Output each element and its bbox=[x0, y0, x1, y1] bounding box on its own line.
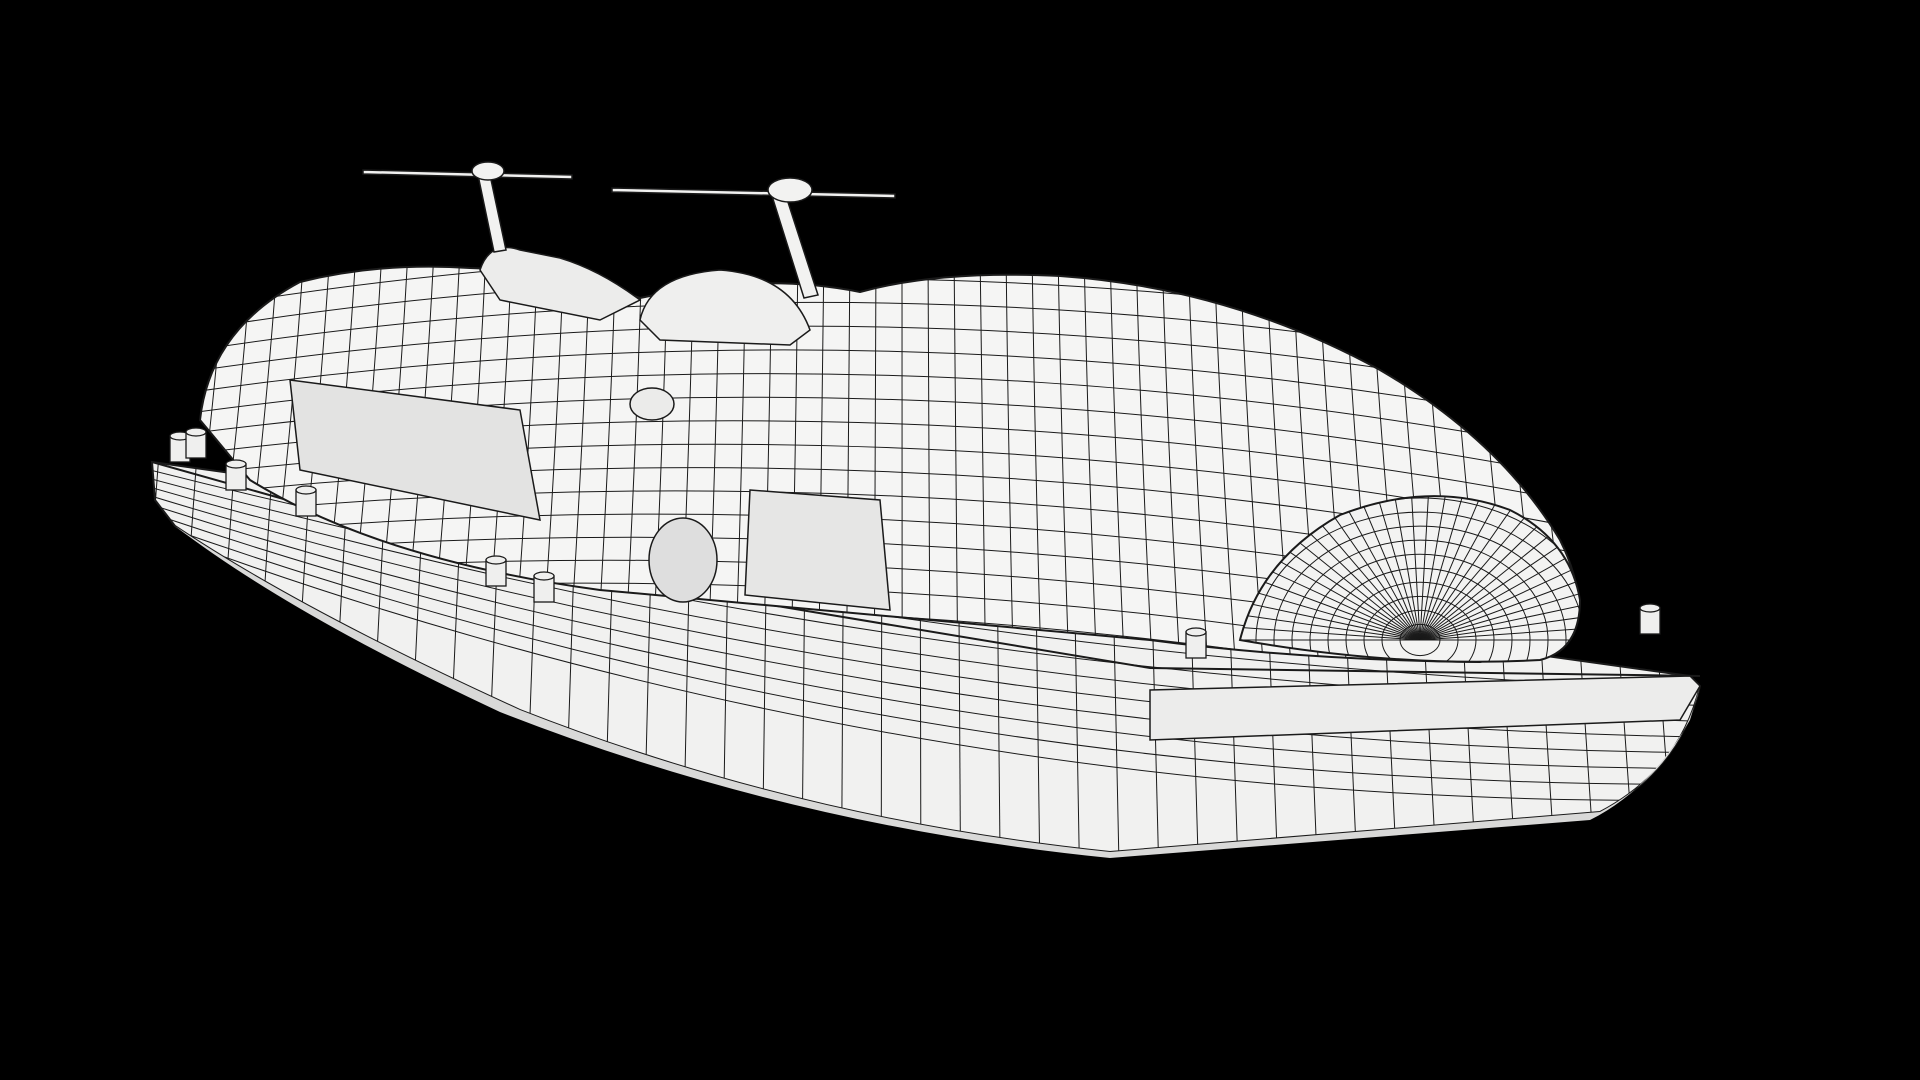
mesh-edge bbox=[1291, 539, 1549, 662]
deck-post bbox=[533, 571, 555, 603]
mesh-edge bbox=[1161, 266, 1182, 662]
rotor-blade bbox=[611, 187, 896, 199]
rotor-mast bbox=[477, 174, 507, 253]
mesh-edge bbox=[927, 266, 931, 662]
deck-post bbox=[1639, 603, 1661, 635]
deck-post bbox=[185, 427, 207, 459]
mesh-edge bbox=[1109, 266, 1126, 662]
mesh-edge bbox=[1363, 595, 1477, 662]
mesh-edge bbox=[1187, 266, 1210, 662]
mesh-edge bbox=[1641, 462, 1676, 852]
mesh-edge bbox=[1005, 266, 1015, 662]
roof-housing bbox=[479, 246, 811, 346]
roof-hatch bbox=[629, 387, 675, 421]
mesh-edge bbox=[1399, 623, 1441, 657]
rotor-front bbox=[611, 177, 896, 299]
mesh-edge bbox=[1240, 497, 1580, 662]
mesh-edge bbox=[1381, 609, 1459, 662]
bow-bumper bbox=[1149, 675, 1701, 741]
mesh-edge bbox=[200, 349, 1578, 432]
side-window-panel bbox=[289, 379, 541, 521]
rotor-blade bbox=[362, 169, 573, 180]
propeller-icon bbox=[471, 161, 505, 181]
deck-post bbox=[225, 459, 247, 491]
mesh-edge bbox=[200, 266, 227, 662]
deck-post bbox=[1185, 627, 1207, 659]
porthole bbox=[648, 517, 718, 603]
mesh-edge bbox=[1345, 581, 1495, 662]
propeller-icon bbox=[767, 177, 813, 203]
mesh-edge bbox=[1327, 567, 1513, 662]
rotor-housing-front bbox=[639, 269, 811, 346]
mesh-edge bbox=[200, 373, 1578, 457]
mesh-edge bbox=[1031, 266, 1042, 662]
deck-posts bbox=[169, 427, 1661, 659]
mesh-edge bbox=[1679, 462, 1700, 852]
mesh-edge bbox=[152, 529, 1700, 801]
mesh-edge bbox=[953, 266, 959, 662]
mesh-edge bbox=[152, 462, 161, 852]
mesh-edge bbox=[1255, 511, 1580, 662]
rotor-rear bbox=[362, 161, 573, 253]
mesh-edge bbox=[152, 512, 1700, 770]
mesh-edge bbox=[1083, 266, 1098, 662]
mesh-edge bbox=[1057, 266, 1070, 662]
mesh-edge bbox=[152, 520, 1700, 785]
mesh-edge bbox=[152, 503, 1700, 754]
cabin-windows bbox=[289, 379, 891, 611]
mesh-edge bbox=[1603, 462, 1636, 852]
mesh-edge bbox=[1273, 525, 1567, 662]
mesh-edge bbox=[979, 266, 987, 662]
deck-post bbox=[485, 555, 507, 587]
mesh-edge bbox=[1577, 266, 1578, 662]
mesh-edge bbox=[1135, 266, 1154, 662]
rotor-housing-rear bbox=[479, 246, 642, 321]
hull-side-shade bbox=[175, 526, 1700, 858]
mesh-edge bbox=[1213, 266, 1237, 662]
side-window-panel bbox=[744, 489, 891, 611]
mesh-edge bbox=[1309, 553, 1531, 662]
deck-post bbox=[295, 485, 317, 517]
